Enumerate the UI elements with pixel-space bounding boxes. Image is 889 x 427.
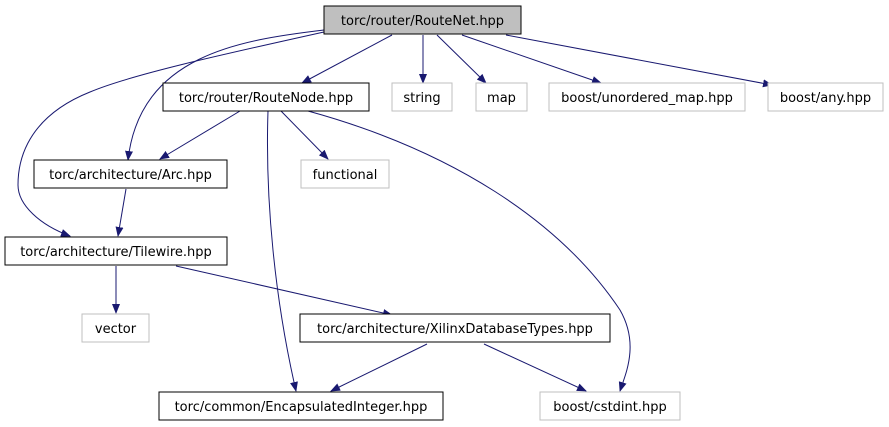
edge-routenode-functional	[280, 110, 329, 160]
node-tilewire[interactable]: torc/architecture/Tilewire.hpp	[4, 236, 228, 266]
edge-routenet-tilewire	[17, 31, 325, 237]
node-cstdint: boost/cstdint.hpp	[539, 391, 681, 421]
edge-routenet-routenode	[301, 34, 393, 84]
node-map: map	[475, 82, 528, 112]
node-routenet-label: torc/router/RouteNet.hpp	[341, 14, 504, 29]
edge-tilewire-xilinxdbtypes	[175, 265, 393, 317]
node-any-label: boost/any.hpp	[780, 91, 871, 106]
node-arc-label: torc/architecture/Arc.hpp	[49, 168, 212, 183]
node-map-label: map	[487, 91, 516, 106]
node-encapsulatedinteger[interactable]: torc/common/EncapsulatedInteger.hpp	[158, 391, 444, 421]
node-vector: vector	[81, 313, 150, 343]
node-vector-label: vector	[95, 322, 137, 337]
node-unordered-map: boost/unordered_map.hpp	[548, 82, 746, 112]
edge-routenode-cstdint	[307, 110, 631, 392]
edge-routenet-unordered-map	[461, 34, 602, 84]
node-unordered-map-label: boost/unordered_map.hpp	[561, 91, 733, 106]
node-routenet[interactable]: torc/router/RouteNet.hpp	[323, 5, 522, 35]
edge-xilinxdbtypes-encapsulatedinteger	[330, 343, 428, 392]
node-xilinxdbtypes[interactable]: torc/architecture/XilinxDatabaseTypes.hp…	[299, 313, 611, 343]
edge-arc-tilewire	[115, 188, 127, 237]
edge-routenet-any	[505, 34, 773, 88]
edge-routenet-arc	[125, 29, 325, 161]
node-any: boost/any.hpp	[767, 82, 884, 112]
edge-xilinxdbtypes-cstdint	[483, 343, 587, 392]
node-cstdint-label: boost/cstdint.hpp	[553, 400, 667, 415]
edge-routenode-encapsulatedinteger	[266, 110, 298, 392]
node-routenode[interactable]: torc/router/RouteNode.hpp	[162, 82, 370, 112]
node-routenode-label: torc/router/RouteNode.hpp	[179, 91, 353, 106]
node-string: string	[391, 82, 453, 112]
node-functional-label: functional	[313, 168, 378, 183]
node-encapsulatedinteger-label: torc/common/EncapsulatedInteger.hpp	[175, 400, 428, 415]
node-functional: functional	[300, 159, 390, 189]
edge-routenet-map	[436, 34, 487, 84]
node-string-label: string	[403, 91, 440, 106]
node-arc[interactable]: torc/architecture/Arc.hpp	[33, 159, 228, 189]
node-tilewire-label: torc/architecture/Tilewire.hpp	[20, 245, 212, 260]
edge-routenode-arc	[159, 110, 241, 160]
node-xilinxdbtypes-label: torc/architecture/XilinxDatabaseTypes.hp…	[317, 322, 593, 337]
